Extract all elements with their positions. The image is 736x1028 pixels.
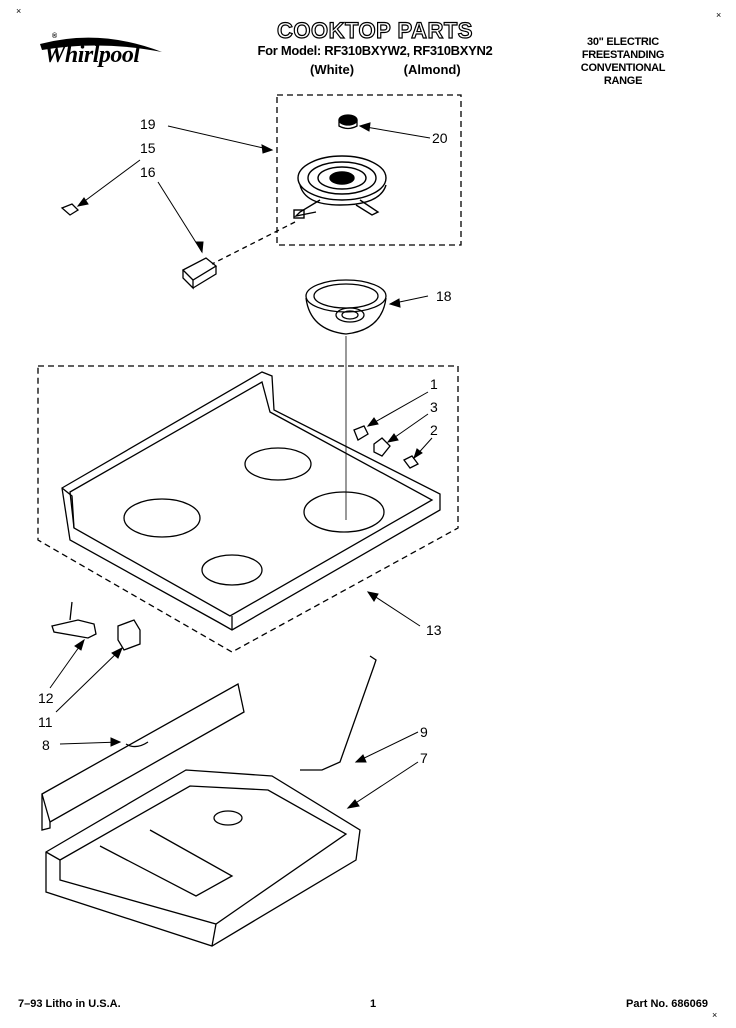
screw-part	[403, 455, 419, 469]
support-rod	[300, 655, 377, 771]
callout-16: 16	[140, 164, 156, 180]
corner-mark: ×	[716, 10, 722, 20]
element-group-box	[276, 94, 462, 246]
model-numbers: For Model: RF310BXYW2, RF310BXYN2	[257, 43, 493, 58]
corner-mark: ×	[16, 6, 22, 16]
desc-line: FREESTANDING	[581, 49, 665, 61]
cooktop-panel	[61, 371, 441, 631]
wire-path	[211, 221, 296, 265]
callout-12: 12	[38, 690, 54, 706]
surface-element	[293, 155, 387, 219]
element-cap	[338, 114, 358, 130]
corner-mark: ×	[712, 1010, 718, 1020]
desc-line: RANGE	[603, 75, 643, 87]
callout-18: 18	[436, 288, 452, 304]
part-number: Part No. 686069	[626, 998, 708, 1010]
harness-part	[51, 601, 97, 639]
callout-8: 8	[42, 737, 50, 753]
cooktop-group-box	[37, 365, 459, 653]
callout-19: 19	[140, 116, 156, 132]
nut-part	[353, 425, 369, 441]
desc-line: 30" ELECTRIC	[587, 36, 659, 48]
callout-13: 13	[426, 622, 442, 638]
callout-9: 9	[420, 724, 428, 740]
page-number: 1	[370, 998, 377, 1010]
callout-2: 2	[430, 422, 438, 438]
drip-bowl	[305, 279, 387, 335]
bracket-part	[373, 437, 391, 457]
callout-15: 15	[140, 140, 156, 156]
callout-11: 11	[38, 714, 53, 730]
callout-1: 1	[430, 376, 438, 392]
product-description: 30" ELECTRIC FREESTANDING CONVENTIONAL R…	[560, 36, 686, 88]
page-title: COOKTOP PARTS	[276, 17, 473, 43]
color-white: (White)	[310, 62, 355, 77]
litho-note: 7–93 Litho in U.S.A.	[18, 998, 121, 1010]
callout-20: 20	[432, 130, 448, 146]
brand-reg-mark: ®	[52, 33, 58, 40]
leader-lines	[49, 122, 433, 809]
terminal-block	[181, 257, 218, 290]
callout-3: 3	[430, 399, 438, 415]
sleeve-part	[117, 619, 141, 651]
model-colors: (White) (Almond)	[310, 62, 510, 77]
burner-box	[45, 769, 361, 947]
rear-panel	[41, 683, 245, 831]
brand-logo: Whirlpool	[44, 42, 140, 68]
color-almond: (Almond)	[403, 62, 461, 77]
desc-line: CONVENTIONAL	[580, 62, 666, 74]
clip-part	[60, 203, 80, 216]
callout-7: 7	[420, 750, 428, 766]
